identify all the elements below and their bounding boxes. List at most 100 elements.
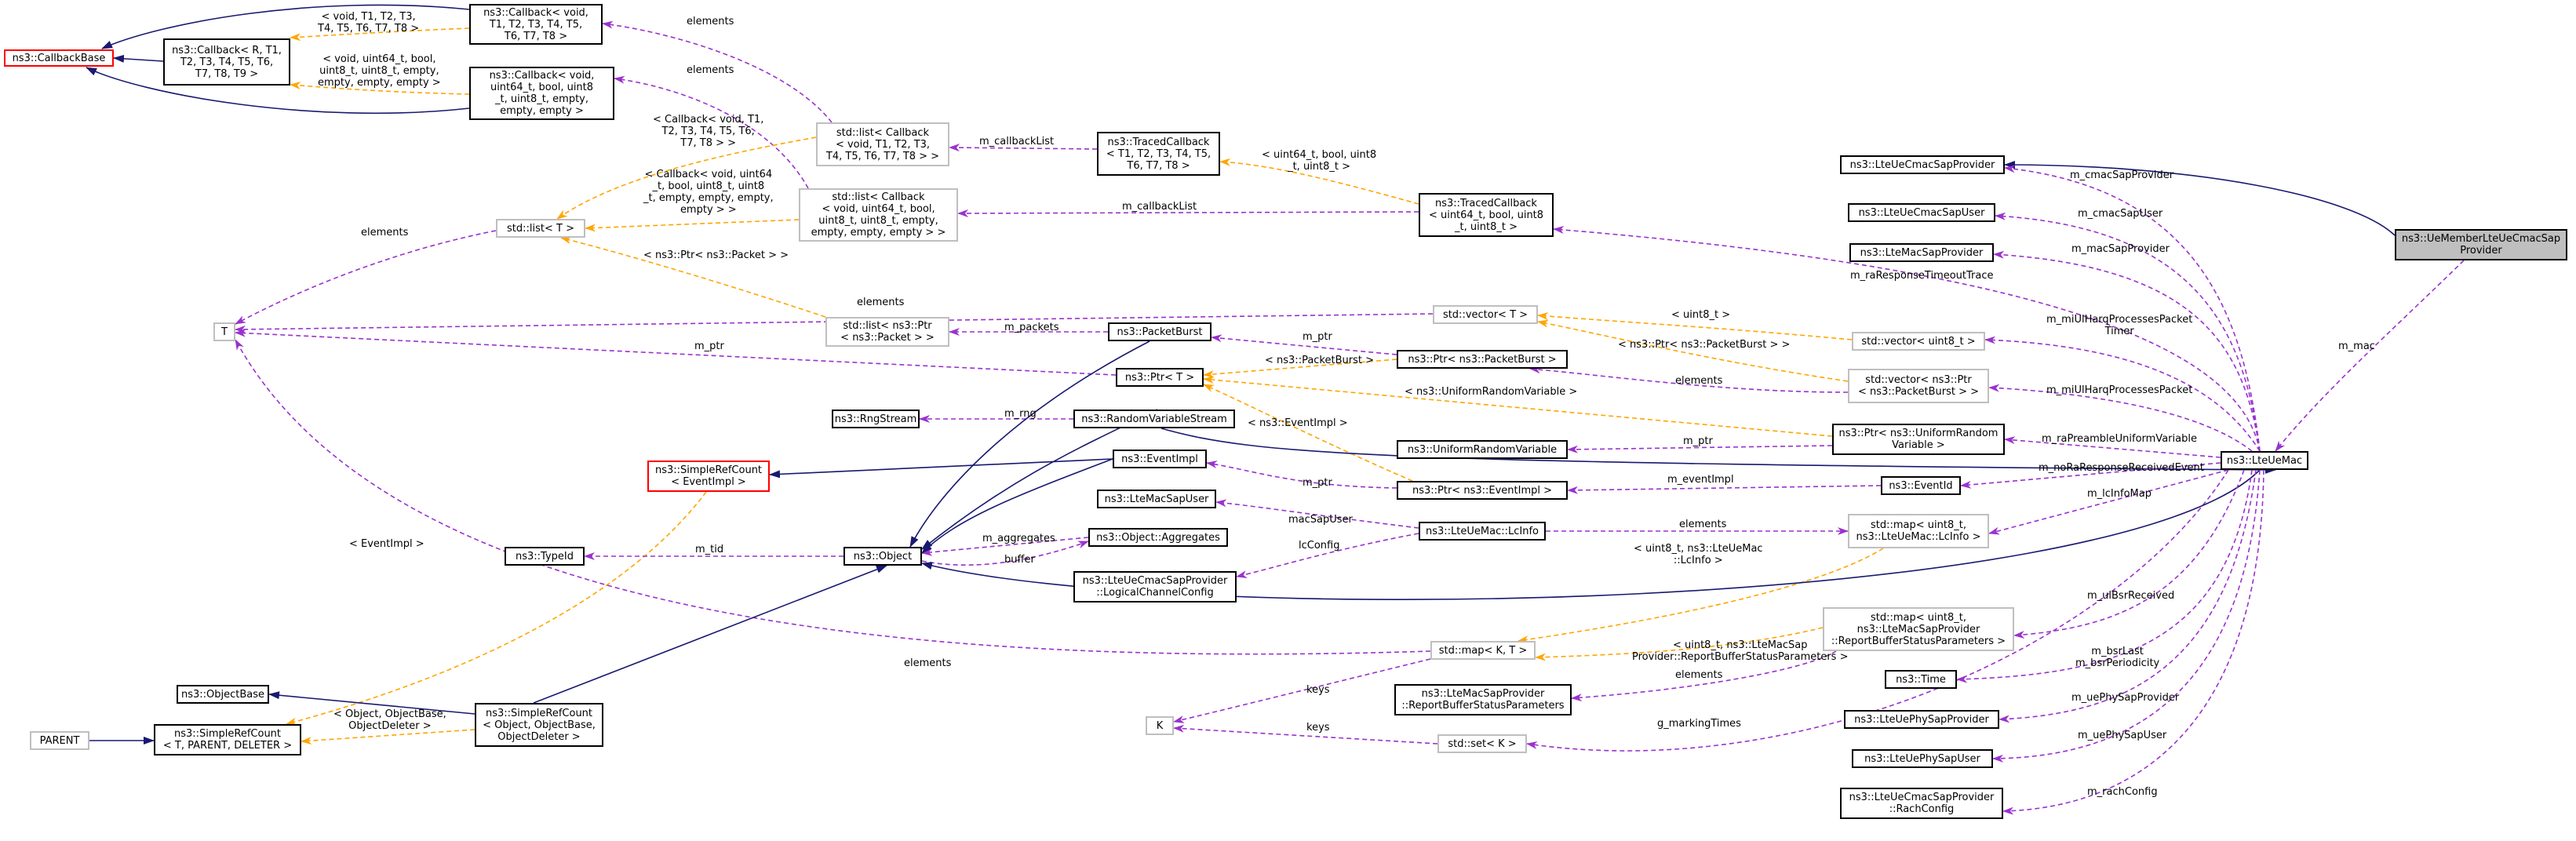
- edge-label: < uint8_t >: [1671, 309, 1731, 321]
- node-ltemacsapuser[interactable]: ns3::LteMacSapUser: [1097, 490, 1216, 508]
- edge-label: m_rng: [1004, 408, 1037, 420]
- edge-label: < uint8_t, ns3::LteUeMac ::LcInfo >: [1634, 543, 1763, 566]
- inheritance-edge: [921, 458, 1113, 554]
- edge-label: < uint8_t, ns3::LteMacSap Provider::Repo…: [1632, 639, 1849, 663]
- node-rachconfig[interactable]: ns3::LteUeCmacSapProvider ::RachConfig: [1840, 788, 2003, 819]
- node-callback-void-uint64[interactable]: ns3::Callback< void, uint64_t, bool, uin…: [469, 67, 614, 120]
- node-t[interactable]: T: [213, 322, 235, 341]
- node-callback-void[interactable]: ns3::Callback< void, T1, T2, T3, T4, T5,…: [469, 4, 603, 45]
- node-callback-r[interactable]: ns3::Callback< R, T1, T2, T3, T4, T5, T6…: [163, 38, 290, 86]
- edge-label: m_ulBsrReceived: [2087, 590, 2175, 602]
- edge-label: elements: [1675, 669, 1723, 681]
- node-randomvariablestream[interactable]: ns3::RandomVariableStream: [1073, 410, 1235, 428]
- node-ptr-t[interactable]: ns3::Ptr< T >: [1116, 368, 1204, 387]
- member-edge: [1960, 462, 2221, 489]
- edge-label: m_miUlHarqProcessesPacket: [2046, 384, 2193, 396]
- node-lcinfo[interactable]: ns3::LteUeMac::LcInfo: [1419, 522, 1546, 541]
- node-ltemacsapprovider[interactable]: ns3::LteMacSapProvider: [1849, 243, 1994, 262]
- node-uniformrandomvariable[interactable]: ns3::UniformRandomVariable: [1397, 440, 1568, 459]
- edge-label: < ns3::EventImpl >: [1248, 417, 1348, 429]
- node-simplerefcount-eventimpl[interactable]: ns3::SimpleRefCount < EventImpl >: [647, 461, 770, 492]
- inheritance-edge: [86, 67, 470, 115]
- node-eventid[interactable]: ns3::EventId: [1881, 476, 1961, 495]
- node-set-k[interactable]: std::set< K >: [1437, 734, 1527, 753]
- node-ptr-uniformrandomvariable[interactable]: ns3::Ptr< ns3::UniformRandom Variable >: [1832, 424, 2005, 455]
- member-edge: [1236, 533, 1419, 578]
- node-object[interactable]: ns3::Object: [843, 547, 922, 566]
- node-lteuecmacsapuser[interactable]: ns3::LteUeCmacSapUser: [1848, 203, 1995, 222]
- node-map-reportbufferstatus[interactable]: std::map< uint8_t, ns3::LteMacSapProvide…: [1823, 607, 2014, 651]
- edge-label: elements: [687, 16, 734, 27]
- member-edge: [235, 329, 1117, 376]
- node-tracedcallback-uint64[interactable]: ns3::TracedCallback < uint64_t, bool, ui…: [1419, 193, 1554, 237]
- template-edge: [1537, 319, 1849, 382]
- template-edge: [301, 729, 475, 745]
- node-lteuecmacsapprovider[interactable]: ns3::LteUeCmacSapProvider: [1840, 155, 2005, 174]
- member-edge: [957, 209, 1419, 217]
- edge-label: < EventImpl >: [349, 538, 424, 550]
- member-edge: [1567, 485, 1882, 494]
- member-edge: [1956, 469, 2253, 683]
- member-edge: [1173, 724, 1438, 745]
- node-map-lcinfo[interactable]: std::map< uint8_t, ns3::LteUeMac::LcInfo…: [1848, 514, 1989, 548]
- node-packetburst[interactable]: ns3::PacketBurst: [1108, 322, 1211, 341]
- node-typeid[interactable]: ns3::TypeId: [505, 547, 585, 566]
- member-edge: [614, 75, 809, 189]
- node-ptr-eventimpl[interactable]: ns3::Ptr< ns3::EventImpl >: [1397, 481, 1568, 500]
- edge-label: < ns3::PacketBurst >: [1265, 355, 1374, 366]
- edge-label: elements: [1675, 375, 1723, 387]
- edge-label: m_uePhySapUser: [2078, 730, 2167, 741]
- node-lteuemac[interactable]: ns3::LteUeMac: [2221, 451, 2308, 470]
- node-simplerefcount-t[interactable]: ns3::SimpleRefCount < T, PARENT, DELETER…: [154, 724, 301, 755]
- node-vector-ptr-packetburst[interactable]: std::vector< ns3::Ptr < ns3::PacketBurst…: [1848, 369, 1989, 403]
- edge-label: elements: [857, 297, 905, 308]
- inheritance-edge: [113, 54, 164, 63]
- edge-label: g_markingTimes: [1657, 718, 1741, 730]
- node-map-k-t[interactable]: std::map< K, T >: [1430, 641, 1536, 660]
- node-rngstream[interactable]: ns3::RngStream: [832, 410, 920, 428]
- node-lteuephysapuser[interactable]: ns3::LteUePhySapUser: [1852, 749, 1993, 768]
- template-edge: [1535, 627, 1824, 661]
- inheritance-edge: [769, 458, 1113, 479]
- template-edge: [1203, 359, 1397, 378]
- node-k[interactable]: K: [1146, 716, 1174, 735]
- edge-label: < Callback< void, uint64 _t, bool, uint8…: [643, 169, 774, 216]
- edge-label: m_tid: [695, 544, 724, 555]
- node-vector-t[interactable]: std::vector< T >: [1433, 305, 1538, 324]
- node-lteuephysapprovider[interactable]: ns3::LteUePhySapProvider: [1844, 710, 1999, 729]
- node-time[interactable]: ns3::Time: [1885, 670, 1957, 689]
- edge-label: elements: [1679, 519, 1727, 530]
- member-edge: [1173, 658, 1431, 723]
- member-edge: [1992, 469, 2261, 763]
- member-edge: [1984, 336, 2261, 452]
- edge-label: m_callbackList: [979, 136, 1055, 147]
- edge-label: m_callbackList: [1122, 201, 1197, 213]
- node-uememberlteuecmacsapprovider[interactable]: ns3::UeMemberLteUeCmacSap Provider: [2395, 229, 2567, 260]
- node-parent[interactable]: PARENT: [30, 731, 89, 750]
- edge-label: < ns3::Ptr< ns3::Packet > >: [643, 249, 789, 261]
- edge-label: elements: [687, 64, 734, 76]
- node-list-callback-t[interactable]: std::list< Callback < void, T1, T2, T3, …: [816, 122, 949, 166]
- member-edge: [1529, 366, 1849, 393]
- node-simplerefcount-object[interactable]: ns3::SimpleRefCount < Object, ObjectBase…: [475, 703, 603, 747]
- node-ptr-packetburst[interactable]: ns3::Ptr< ns3::PacketBurst >: [1397, 350, 1568, 369]
- member-edge: [602, 20, 833, 123]
- node-object-aggregates[interactable]: ns3::Object::Aggregates: [1088, 528, 1228, 547]
- edge-label: elements: [904, 657, 952, 669]
- edge-label: elements: [361, 227, 409, 238]
- node-callbackbase[interactable]: ns3::CallbackBase: [4, 49, 114, 67]
- node-list-ptr-packet[interactable]: std::list< ns3::Ptr < ns3::Packet > >: [825, 317, 949, 347]
- node-objectbase[interactable]: ns3::ObjectBase: [177, 685, 269, 704]
- node-logicalchannelconfig[interactable]: ns3::LteUeCmacSapProvider ::LogicalChann…: [1073, 571, 1237, 603]
- member-edge: [1988, 469, 2229, 535]
- edge-label: < ns3::Ptr< ns3::PacketBurst > >: [1618, 339, 1791, 351]
- node-reportbufferstatusparameters[interactable]: ns3::LteMacSapProvider ::ReportBufferSta…: [1394, 684, 1572, 715]
- node-vector-uint8[interactable]: std::vector< uint8_t >: [1852, 332, 1985, 351]
- node-eventimpl[interactable]: ns3::EventImpl: [1113, 450, 1207, 468]
- inheritance-edge: [909, 340, 1150, 548]
- node-tracedcallback-t[interactable]: ns3::TracedCallback < T1, T2, T3, T4, T5…: [1097, 132, 1220, 176]
- edge-label: m_noRaResponseReceivedEvent: [2039, 462, 2204, 474]
- edge-label: m_eventImpl: [1667, 474, 1734, 486]
- node-list-callback-uint64[interactable]: std::list< Callback < void, uint64_t, bo…: [799, 188, 958, 242]
- node-list-t[interactable]: std::list< T >: [496, 219, 585, 238]
